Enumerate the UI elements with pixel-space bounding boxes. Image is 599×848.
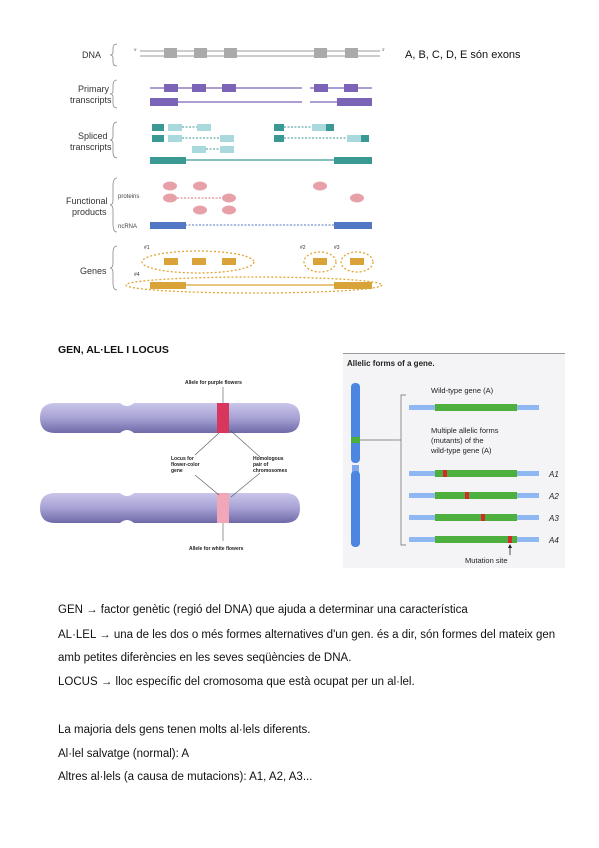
text-allel-1: AL·LEL → una de les dos o més formes alt… (58, 629, 556, 641)
primary-transcripts (150, 84, 372, 106)
row-label-primary: Primary (78, 84, 109, 94)
allelic-forms-title: Allelic forms of a gene. (347, 359, 435, 368)
svg-text:#4: #4 (134, 272, 140, 278)
svg-text:5': 5' (134, 47, 137, 52)
row-label-spliced: Spliced (78, 131, 108, 141)
homologous-chromosomes-figure: Allele for purple flowers Locus for flow… (40, 380, 300, 552)
row-label-spliced-2: transcripts (70, 142, 112, 152)
wild-type-label: Wild-type gene (A) (431, 386, 494, 395)
dna-strand: 5' 3' (134, 47, 385, 58)
section-title: GEN, AL·LEL I LOCUS (58, 344, 169, 356)
svg-text:#2: #2 (300, 245, 306, 251)
locus-purple-allele (217, 403, 229, 433)
text-allel-2: amb petites diferències en les seves seq… (58, 652, 352, 664)
row-label-functional-2: products (72, 207, 107, 217)
row-label-primary-2: transcripts (70, 95, 112, 105)
svg-text:Homologous: Homologous (253, 456, 284, 462)
chromosome-bottom (40, 493, 300, 523)
gene-products-diagram: DNA Primary transcripts Spliced transcri… (62, 36, 402, 298)
svg-text:gene: gene (171, 468, 183, 474)
allele-label-a1: A1 (548, 470, 559, 479)
svg-text:#1: #1 (144, 245, 150, 251)
text-altres: Altres al·lels (a causa de mutacions): A… (58, 771, 313, 783)
allele-label-a2: A2 (548, 492, 559, 501)
svg-text:wild-type gene (A): wild-type gene (A) (430, 446, 492, 455)
row-braces (109, 43, 118, 291)
spliced-transcripts (150, 124, 372, 164)
chromosome-top (40, 403, 300, 433)
svg-text:#3: #3 (334, 245, 340, 251)
row-label-genes: Genes (80, 266, 107, 276)
genes-row: #1 #2 #3 #4 (125, 245, 383, 294)
svg-text:Locus for: Locus for (171, 456, 194, 462)
allele-white-label: Allele for white flowers (189, 546, 244, 552)
text-gen: GEN → factor genètic (regió del DNA) que… (58, 604, 468, 616)
allelic-forms-figure: Allelic forms of a gene. Wild-type gene … (343, 353, 565, 568)
svg-text:(mutants) of the: (mutants) of the (431, 436, 484, 445)
svg-text:3': 3' (382, 47, 385, 52)
allele-label-a4: A4 (548, 536, 559, 545)
exons-note: A, B, C, D, E són exons (405, 49, 521, 61)
row-label-functional: Functional (66, 196, 108, 206)
functional-products: proteins ncRNA (118, 181, 372, 230)
svg-text:Multiple allelic forms: Multiple allelic forms (431, 426, 499, 435)
row-label-dna: DNA (82, 50, 101, 60)
locus-white-allele (217, 493, 229, 523)
svg-text:pair of: pair of (253, 462, 269, 468)
ncrna-label: ncRNA (118, 224, 137, 230)
vertical-chromosome (351, 383, 360, 547)
allele-label-a3: A3 (548, 514, 559, 523)
text-salvatge: Al·lel salvatge (normal): A (58, 748, 190, 760)
mutation-site-label: Mutation site (465, 556, 508, 565)
proteins-label: proteins (118, 194, 139, 200)
gene-bars (409, 404, 539, 543)
allele-purple-label: Allele for purple flowers (185, 380, 242, 386)
svg-text:flower-color: flower-color (171, 462, 200, 468)
text-majoria: La majoria dels gens tenen molts al·lels… (58, 724, 311, 736)
text-locus: LOCUS → lloc específic del cromosoma que… (58, 676, 415, 688)
svg-text:chromosomes: chromosomes (253, 468, 287, 474)
